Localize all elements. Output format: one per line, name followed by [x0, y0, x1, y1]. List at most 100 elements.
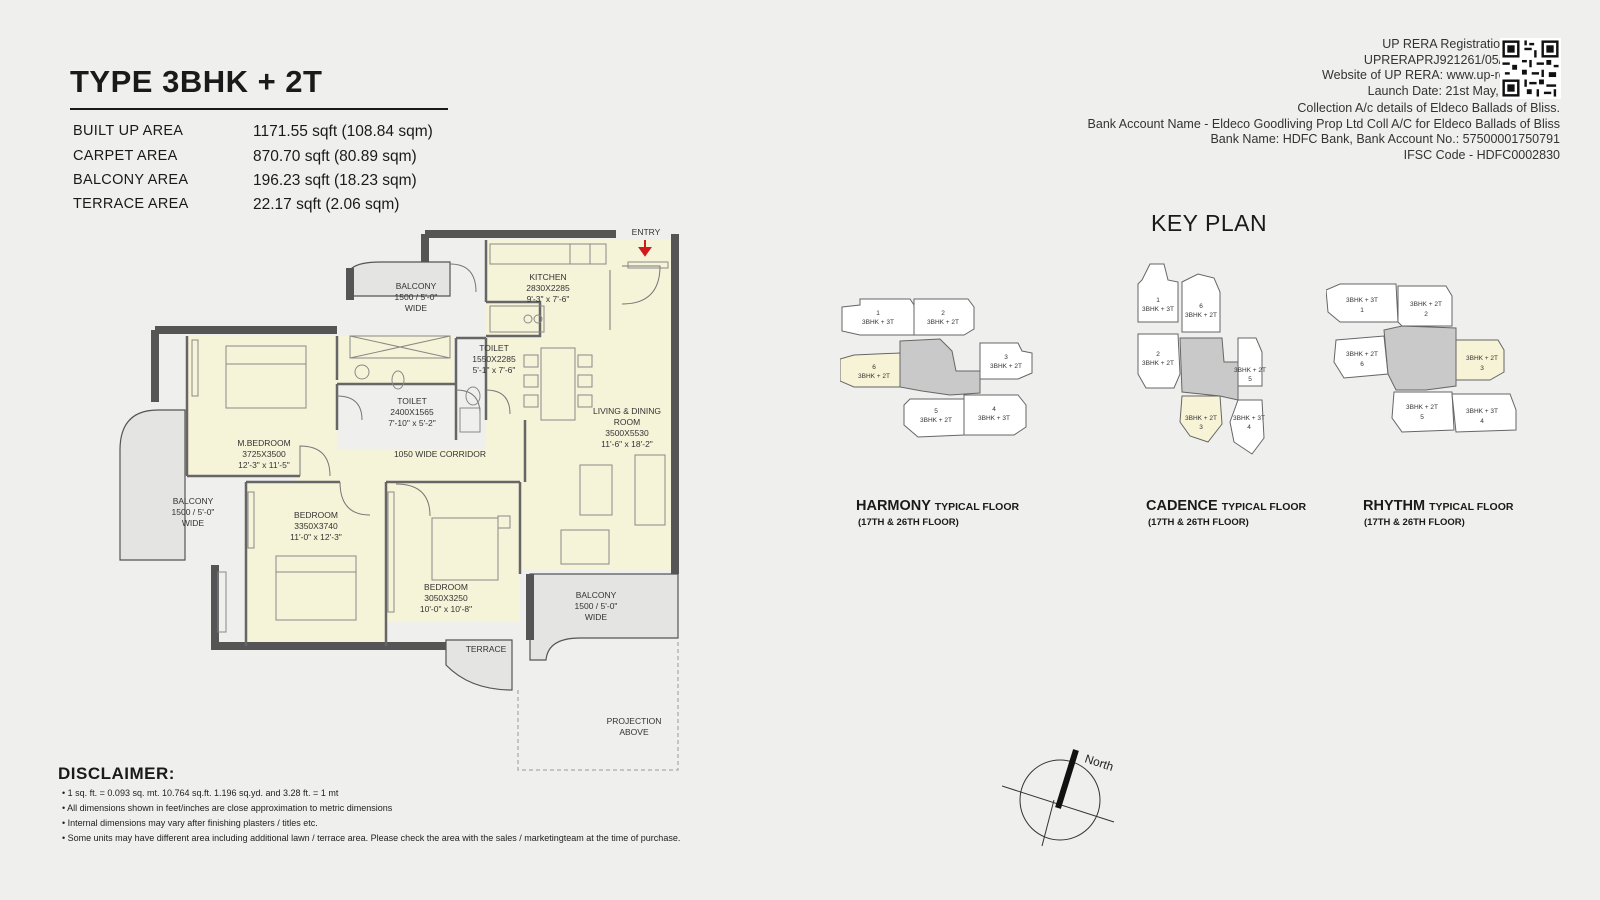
balcony-left-wide: WIDE — [182, 518, 205, 528]
balcony-right-dim: 1500 / 5'-0" — [575, 601, 618, 611]
disclaimer-item: • Some units may have different area inc… — [62, 833, 681, 843]
kp-unit-type: 3BHK + 2T — [920, 417, 952, 424]
kp-unit-type: 3BHK + 2T — [990, 363, 1022, 370]
kp-unit-type: 3BHK + 2T — [858, 373, 890, 380]
disclaimer-item: • Internal dimensions may vary after fin… — [62, 818, 318, 828]
bank-line: Bank Account Name - Eldeco Goodliving Pr… — [1087, 116, 1560, 131]
kp-unit-number: 5 — [934, 408, 938, 415]
living-label-2: ROOM — [614, 417, 640, 427]
disclaimer-item: • All dimensions shown in feet/inches ar… — [62, 803, 393, 813]
key-plan-title: KEY PLAN — [1151, 210, 1268, 236]
kp-unit-number: 4 — [1247, 424, 1251, 431]
bedroom2-dim: 3050X3250 — [424, 593, 468, 603]
kp-unit-type: 3BHK + 2T — [1466, 355, 1498, 362]
area-value: 196.23 sqft (18.23 sqm) — [253, 172, 417, 189]
kp-unit-type: 3BHK + 3T — [1466, 408, 1498, 415]
kp-unit-type: 3BHK + 2T — [1234, 367, 1266, 374]
area-value: 22.17 sqft (2.06 sqm) — [253, 196, 400, 213]
disclaimer-text: Some units may have different area inclu… — [67, 833, 681, 843]
harmony-floor-sub: (17TH & 26TH FLOOR) — [858, 517, 959, 528]
kp-unit-number: 1 — [876, 310, 880, 317]
balcony-left-label: BALCONY — [173, 496, 214, 506]
balcony-left-dim: 1500 / 5'-0" — [172, 507, 215, 517]
kp-unit-type: 3BHK + 2T — [1142, 360, 1174, 367]
kp-unit-number: 2 — [941, 310, 945, 317]
balcony-top-dim: 1500 / 5'-0" — [395, 292, 438, 302]
bank-line: Collection A/c details of Eldeco Ballads… — [1297, 101, 1560, 115]
kp-unit-type: 3BHK + 2T — [1410, 301, 1442, 308]
living-dim: 3500X5530 — [605, 428, 649, 438]
living-dim-ft: 11'-6" x 18'-2" — [601, 439, 653, 449]
rhythm-caption: RHYTHM TYPICAL FLOOR — [1363, 498, 1513, 514]
kp-unit-number: 1 — [1360, 307, 1364, 314]
balcony-top-label: BALCONY — [396, 281, 437, 291]
kp-unit-number: 5 — [1248, 376, 1252, 383]
cadence-floor-sub: (17TH & 26TH FLOOR) — [1148, 517, 1249, 528]
rhythm-name: RHYTHM — [1363, 498, 1426, 514]
rera-info: UP RERA Registration No. UPRERAPRJ921261… — [1322, 37, 1530, 99]
disclaimer-text: All dimensions shown in feet/inches are … — [67, 803, 393, 813]
kp-unit-number: 3 — [1004, 354, 1008, 361]
projection-label: PROJECTION — [607, 716, 662, 726]
disclaimer-item: • 1 sq. ft. = 0.093 sq. mt. 10.764 sq.ft… — [62, 788, 339, 798]
kp-unit-type: 3BHK + 2T — [1185, 312, 1217, 319]
kp-unit-number: 6 — [872, 364, 876, 371]
bedroom1-dim: 3350X3740 — [294, 521, 338, 531]
bedroom1-label: BEDROOM — [294, 510, 338, 520]
toilet2-dim-ft: 7'-10" x 5'-2" — [388, 418, 436, 428]
kp-unit-type: 3BHK + 3T — [1346, 297, 1378, 304]
harmony-caption: HARMONY TYPICAL FLOOR — [856, 498, 1019, 514]
rera-website[interactable]: Website of UP RERA: www.up-rera.in — [1322, 68, 1530, 82]
disclaimer-text: 1 sq. ft. = 0.093 sq. mt. 10.764 sq.ft. … — [67, 788, 339, 798]
kitchen-dim: 2830X2285 — [526, 283, 570, 293]
qr-code-icon[interactable] — [1500, 38, 1561, 99]
rera-number: UPRERAPRJ921261/05/2025 — [1363, 52, 1530, 67]
kp-unit-number: 6 — [1360, 361, 1364, 368]
kp-unit-type: 3BHK + 2T — [1406, 404, 1438, 411]
kp-unit-type: 3BHK + 3T — [978, 415, 1010, 422]
entry-arrow-icon — [638, 240, 652, 257]
master-bedroom-dim-ft: 12'-3" x 11'-5" — [238, 460, 290, 470]
title-underline — [70, 108, 448, 110]
kp-unit-number: 2 — [1424, 311, 1428, 318]
cadence-name: CADENCE — [1146, 498, 1218, 514]
toilet1-label: TOILET — [479, 343, 509, 353]
harmony-key-plan: 1 3BHK + 3T 2 3BHK + 2T 3 3BHK + 2T 4 3B… — [840, 298, 1033, 438]
balcony-right-label: BALCONY — [576, 590, 617, 600]
kitchen-dim-ft: 9'-3" x 7'-6" — [527, 294, 570, 304]
north-compass-icon: North — [1002, 749, 1115, 847]
toilet1-dim-ft: 5'-1" x 7'-6" — [473, 365, 516, 375]
projection-label-2: ABOVE — [619, 727, 649, 737]
rhythm-floor: TYPICAL FLOOR — [1429, 501, 1514, 513]
area-value: 1171.55 sqft (108.84 sqm) — [253, 123, 433, 140]
kp-unit-type: 3BHK + 3T — [1142, 306, 1174, 313]
toilet1-dim: 1550X2285 — [472, 354, 516, 364]
kp-unit-number: 6 — [1199, 303, 1203, 310]
kp-unit-number: 2 — [1156, 351, 1160, 358]
kp-unit-number: 4 — [1480, 418, 1484, 425]
toilet2-dim: 2400X1565 — [390, 407, 434, 417]
kp-unit-number: 3 — [1199, 424, 1203, 431]
cadence-key-plan: 1 3BHK + 3T 6 3BHK + 2T 2 3BHK + 2T 3BHK… — [1137, 263, 1266, 455]
master-bedroom-dim: 3725X3500 — [242, 449, 286, 459]
harmony-name: HARMONY — [856, 498, 931, 514]
area-label: TERRACE AREA — [73, 196, 189, 212]
kp-unit-type: 3BHK + 2T — [1346, 351, 1378, 358]
rhythm-key-plan: 3BHK + 3T 1 3BHK + 2T 2 3BHK + 2T 6 3BHK… — [1326, 283, 1517, 433]
kitchen-label: KITCHEN — [529, 272, 566, 282]
cadence-floor: TYPICAL FLOOR — [1221, 501, 1307, 513]
page-title: TYPE 3BHK + 2T — [70, 64, 323, 99]
cadence-caption: CADENCE TYPICAL FLOOR — [1146, 498, 1306, 514]
bedroom2-label: BEDROOM — [424, 582, 468, 592]
kp-unit-type: 3BHK + 3T — [1233, 415, 1265, 422]
area-label: BALCONY AREA — [73, 172, 189, 188]
rera-line: UP RERA Registration No. — [1382, 37, 1530, 51]
rhythm-floor-sub: (17TH & 26TH FLOOR) — [1364, 517, 1465, 528]
kp-unit-type: 3BHK + 3T — [862, 319, 894, 326]
bank-info: Collection A/c details of Eldeco Ballads… — [1088, 101, 1560, 163]
kp-unit-number: 4 — [992, 406, 996, 413]
bedroom2-dim-ft: 10'-0" x 10'-8" — [420, 604, 472, 614]
kp-unit-number: 5 — [1420, 414, 1424, 421]
living-label: LIVING & DINING — [593, 406, 661, 416]
room-fills — [187, 240, 674, 642]
